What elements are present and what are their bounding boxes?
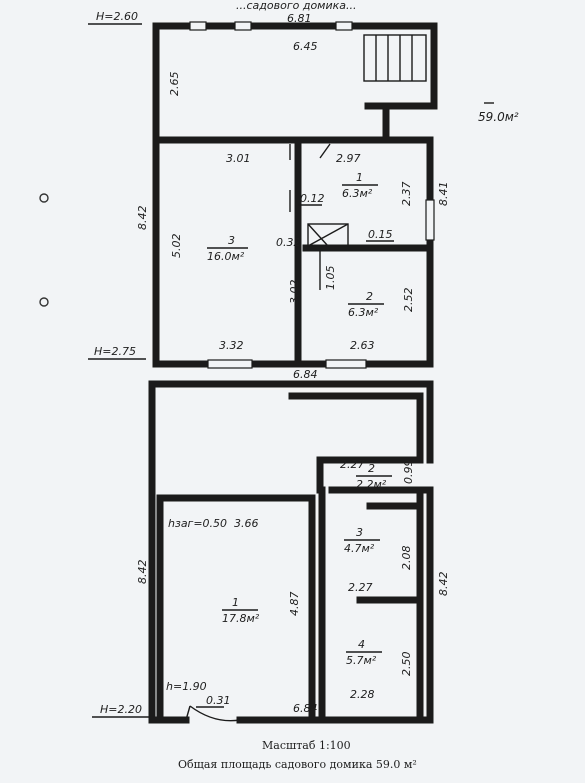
room-dim-right: 2.52 [402,288,415,313]
small-dim: 0.15 [368,228,393,241]
room-dim-bottom: 2.27 [348,581,373,594]
room-dim-top: 2.27 [340,458,365,471]
dim-right-main: 8.41 [437,182,450,207]
room-number: 3 [228,234,235,247]
dim-top-inner: 6.45 [293,40,318,53]
scale-caption: Масштаб 1:100 [262,739,351,752]
room-dim-right: 3.02 [288,280,301,305]
dim-right-lower: 8.42 [437,572,450,597]
room-area: 17.8м² [222,612,260,625]
window-icon [335,21,353,31]
room-area: 4.7м² [344,542,375,555]
room-dim-bottom: 2.63 [350,339,375,352]
veranda-outer-wall [152,22,438,144]
room-note: hзаг=0.50 [168,517,227,530]
window-icon [425,199,435,241]
room-number: 4 [358,638,365,651]
small-dim: 0.31 [206,694,231,707]
lower-outer-wall [148,380,434,464]
room-number: 2 [368,462,375,475]
small-dim: 0.12 [300,192,325,205]
level-mark-bottom: H=2.20 [92,703,150,718]
dim-bottom-upper: 6.84 [293,368,318,381]
room-dim-top: 2.97 [336,152,361,165]
binder-hole-top [39,193,49,203]
room-dim-left: 5.02 [170,234,183,259]
level-mark-top: H=2.60 [88,10,142,25]
dim-left-upper: 2.65 [168,72,181,97]
house-outer-wall [152,136,434,368]
room-dim-top: 3.66 [234,517,259,530]
room-dim-right: 2.37 [400,182,413,207]
room-area: 16.0м² [207,250,245,263]
room-number: 2 [366,290,373,303]
stair-icon [363,34,427,82]
room-dim-right: 4.87 [288,592,301,617]
header-text: ...садового домика... [236,0,357,12]
door-swing [319,143,331,159]
level-mark-text: H=2.60 [96,10,138,23]
door-swing [185,705,191,721]
room-note: h=1.90 [166,680,207,693]
dim-left-main: 8.42 [136,206,149,231]
door-swing [189,705,241,722]
level-mark-text: H=2.75 [94,345,136,358]
room-area: 6.3м² [342,187,373,200]
room-area: 5.7м² [346,654,377,667]
total-area-caption: Общая площадь садового домика 59.0 м² [178,758,417,771]
lower-floor-walls [148,380,434,724]
window-icon [325,359,367,369]
room-number: 3 [356,526,363,539]
window-icon [234,21,252,31]
level-mark-middle: H=2.75 [88,345,146,360]
window-icon [207,359,253,369]
room-dim-left: 1.05 [324,266,337,291]
binder-hole-bottom [39,297,49,307]
side-area-label: 59.0м² [478,102,519,124]
room-dim-bottom: 3.32 [219,339,244,352]
small-dim: 0.32 [276,236,301,249]
area-total-side: 59.0м² [478,110,519,124]
upper-floor-walls [152,21,438,369]
dim-top-outer: 6.81 [287,12,312,25]
lower-outer-wall [236,486,434,724]
room-number: 1 [232,596,239,609]
room-dim-top: 3.01 [226,152,251,165]
level-mark-text: H=2.20 [100,703,142,716]
room-area: 6.3м² [348,306,379,319]
room-area: 2.2м² [356,478,387,491]
room-number: 1 [356,171,363,184]
room1-wall [156,494,316,720]
window-icon [189,21,207,31]
room-dim-right: 0.99 [402,460,415,485]
room-dim-bottom: 2.28 [350,688,375,701]
room-dim-right: 2.50 [400,652,413,677]
dim-left-lower: 8.42 [136,560,149,585]
lower-outer-wall [148,380,190,724]
room-dim-right: 2.08 [400,546,413,571]
dim-bottom-lower: 6.84 [293,702,318,715]
corridor-wall [288,392,424,494]
